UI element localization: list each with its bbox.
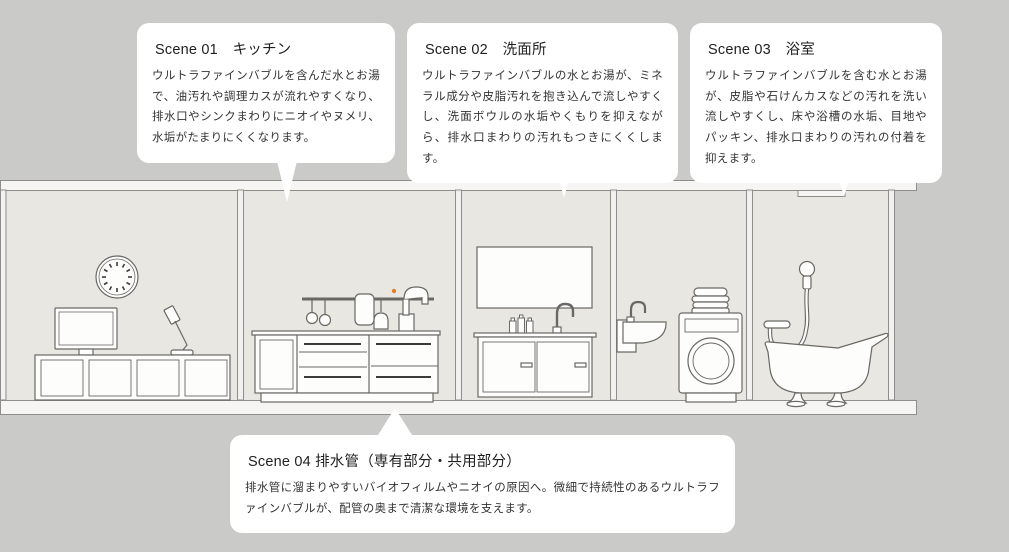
floor-band [0, 400, 917, 415]
accent-dot [391, 288, 397, 294]
washing-machine-icon [678, 312, 743, 403]
scene-01-title: Scene 01 キッチン [155, 42, 292, 58]
scene-03-title: Scene 03 浴室 [708, 42, 815, 58]
interior-walls [0, 189, 895, 401]
hanging-ladles-icon [305, 300, 332, 327]
kitchen-faucet-icon [391, 286, 429, 334]
scene-04-title: Scene 04 排水管（専有部分・共用部分） [248, 454, 521, 470]
scene-01-bubble: Scene 01 キッチン ウルトラファインバブルを含んだ水とお湯で、油汚れや調… [137, 23, 395, 163]
clawfoot-bathtub-icon [764, 332, 889, 408]
bathroom [763, 260, 889, 408]
laundry-faucet-icon [626, 300, 647, 323]
wall-clock-icon [95, 255, 139, 299]
washroom [473, 246, 597, 398]
laundry-room [616, 287, 743, 403]
scene-04-description: 排水管に溜まりやすいバイオフィルムやニオイの原因へ。微細で持続性のあるウルトラフ… [245, 482, 720, 515]
tv-cabinet-icon [34, 354, 231, 401]
kitchen-towel-icon [354, 293, 375, 326]
desk-lamp-icon [163, 305, 194, 356]
towel-stack-icon [691, 287, 730, 315]
hanging-scoop-icon [373, 300, 389, 330]
scene-03-bubble: Scene 03 浴室 ウルトラファインバブルを含む水とお湯が、皮脂や石けんカス… [690, 23, 942, 184]
living-room [34, 255, 231, 401]
scene-02-bubble: Scene 02 洗面所 ウルトラファインバブルの水とお湯が、ミネラル成分や皮脂… [407, 23, 678, 184]
kitchen-counter-icon [251, 330, 441, 403]
scene-03-description: ウルトラファインバブルを含む水とお湯が、皮脂や石けんカスなどの汚れを洗い流しやす… [705, 70, 927, 165]
scene-01-description: ウルトラファインバブルを含んだ水とお湯で、油汚れや調理カスが流れやすくなり、排水… [152, 70, 380, 145]
scene-02-description: ウルトラファインバブルの水とお湯が、ミネラル成分や皮脂汚れを抱き込んで流しやすく… [422, 70, 663, 165]
scene-04-pointer [378, 408, 412, 435]
tv-icon [54, 307, 118, 356]
vanity-cabinet-icon [473, 332, 597, 398]
scene-02-title: Scene 02 洗面所 [425, 42, 547, 58]
mirror-icon [476, 246, 593, 309]
shower-bracket-icon [763, 320, 791, 329]
kitchen [251, 286, 441, 403]
toiletry-bottles-icon [509, 314, 534, 334]
scene-04-bubble: Scene 04 排水管（専有部分・共用部分） 排水管に溜まりやすいバイオフィル… [230, 435, 735, 534]
